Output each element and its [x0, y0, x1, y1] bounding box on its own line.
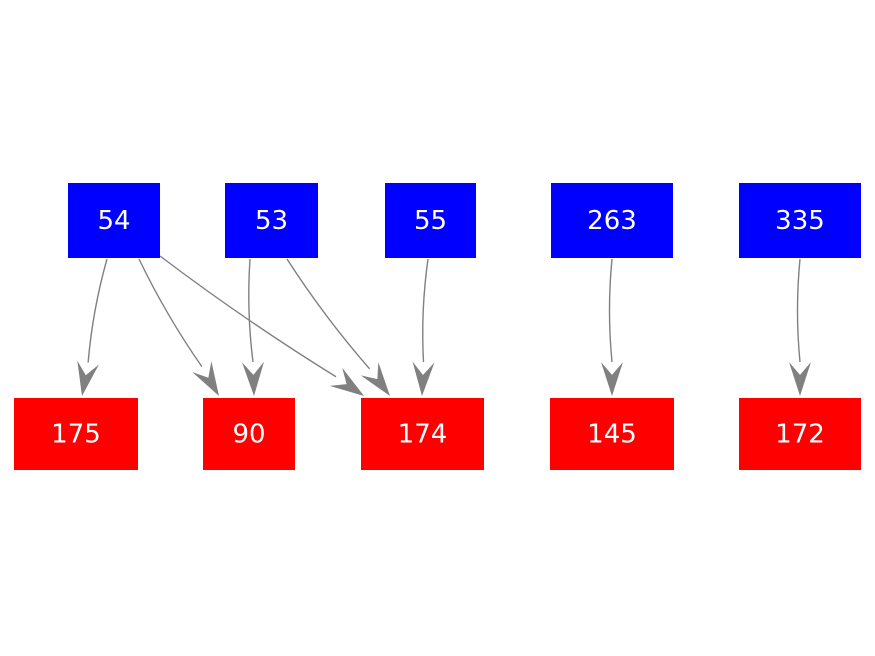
edge-53-to-174	[286, 258, 390, 396]
node-box[interactable]	[68, 183, 160, 258]
edge-54-to-174	[159, 255, 364, 396]
edge-53-to-90	[242, 258, 265, 396]
node-label: 175	[51, 420, 101, 450]
arrowhead-icon	[601, 362, 623, 396]
node-263[interactable]: 263	[551, 183, 673, 258]
node-90[interactable]: 90	[203, 398, 295, 470]
edge-layer	[77, 255, 811, 396]
arrowhead-icon	[329, 367, 364, 396]
edge-line	[159, 255, 337, 378]
arrowhead-icon	[242, 361, 265, 396]
edge-263-to-145	[601, 258, 623, 396]
arrowhead-icon	[192, 361, 219, 396]
edge-line	[422, 258, 429, 363]
node-label: 263	[587, 206, 637, 236]
edge-line	[138, 258, 203, 368]
node-label: 53	[255, 206, 288, 236]
arrowhead-icon	[789, 362, 811, 396]
edge-line	[608, 258, 613, 363]
node-145[interactable]: 145	[550, 398, 674, 470]
node-box[interactable]	[203, 398, 295, 470]
node-box[interactable]	[361, 398, 484, 470]
edge-line	[796, 258, 801, 363]
node-174[interactable]: 174	[361, 398, 484, 470]
node-box[interactable]	[739, 183, 861, 258]
arrowhead-icon	[360, 362, 390, 396]
node-172[interactable]: 172	[739, 398, 861, 470]
node-label: 90	[232, 420, 265, 450]
edge-335-to-172	[789, 258, 811, 396]
node-box[interactable]	[739, 398, 861, 470]
node-label: 54	[97, 206, 130, 236]
node-box[interactable]	[14, 398, 138, 470]
node-box[interactable]	[385, 183, 476, 258]
node-54[interactable]: 54	[68, 183, 160, 258]
node-335[interactable]: 335	[739, 183, 861, 258]
node-label: 174	[398, 420, 448, 450]
edge-line	[87, 258, 108, 363]
node-label: 335	[775, 206, 825, 236]
edge-line	[286, 258, 371, 370]
node-55[interactable]: 55	[385, 183, 476, 258]
edge-55-to-174	[412, 258, 435, 396]
node-layer: 54 53 55 263 335 175 90 174 145 172	[14, 183, 861, 470]
node-box[interactable]	[551, 183, 673, 258]
node-label: 55	[414, 206, 447, 236]
node-53[interactable]: 53	[225, 183, 318, 258]
edge-54-to-175	[77, 258, 108, 396]
node-box[interactable]	[225, 183, 318, 258]
node-box[interactable]	[550, 398, 674, 470]
edge-line	[248, 258, 254, 363]
node-label: 145	[587, 420, 637, 450]
node-175[interactable]: 175	[14, 398, 138, 470]
arrowhead-icon	[77, 360, 99, 396]
node-label: 172	[775, 420, 825, 450]
arrowhead-icon	[412, 361, 435, 396]
edge-54-to-90	[138, 258, 219, 396]
